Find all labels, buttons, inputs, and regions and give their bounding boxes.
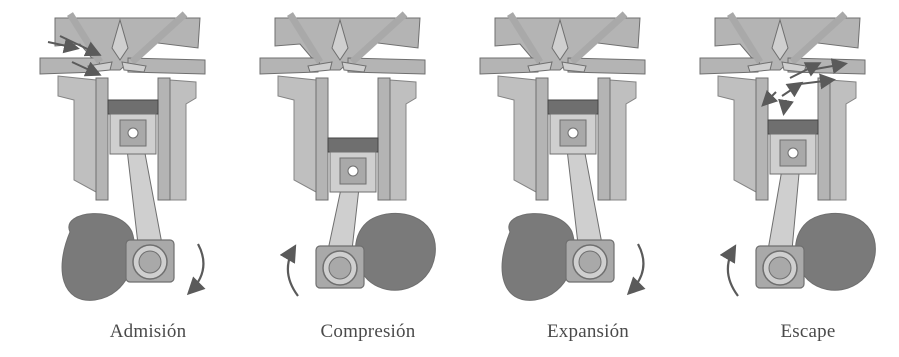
- crank-counterweight: [62, 214, 135, 301]
- crank-counterweight: [502, 214, 575, 301]
- label-escape: Escape: [708, 321, 899, 343]
- crank-pin: [769, 257, 791, 279]
- piston-crown: [108, 100, 158, 114]
- piston-crown: [768, 120, 818, 134]
- block-left: [718, 76, 756, 192]
- cylinder-wall-left: [756, 78, 768, 200]
- crank-counterweight: [355, 213, 435, 290]
- cylinder-wall-left: [316, 78, 328, 200]
- block-left: [498, 76, 536, 192]
- label-expansion: Expansión: [488, 321, 688, 343]
- panel-admision: [40, 14, 205, 300]
- crank-counterweight: [795, 213, 875, 290]
- piston-pin: [788, 148, 798, 158]
- cylinder-wall-right: [378, 78, 390, 200]
- cylinder-wall-right: [158, 78, 170, 200]
- crank-pin: [579, 251, 601, 273]
- block-left: [278, 76, 316, 192]
- block-right: [830, 80, 856, 200]
- rotation-arrow: [288, 248, 298, 296]
- piston-pin: [348, 166, 358, 176]
- crank-pin: [139, 251, 161, 273]
- piston-pin: [128, 128, 138, 138]
- piston-crown: [548, 100, 598, 114]
- panel-expansion: [480, 14, 645, 300]
- piston-pin: [568, 128, 578, 138]
- rotation-arrow: [190, 244, 203, 292]
- crank-pin: [329, 257, 351, 279]
- panel-escape: [700, 14, 875, 296]
- block-right: [170, 80, 196, 200]
- label-admision: Admisión: [48, 321, 248, 343]
- panel-compresion: [260, 14, 435, 296]
- cylinder-wall-right: [598, 78, 610, 200]
- block-right: [610, 80, 636, 200]
- exhaust-flow-arrow: [782, 84, 800, 96]
- block-right: [390, 80, 416, 200]
- block-left: [58, 76, 96, 192]
- cylinder-wall-left: [96, 78, 108, 200]
- rotation-arrow: [728, 248, 738, 296]
- exhaust-flow-arrow: [784, 100, 786, 112]
- label-compresion: Compresión: [268, 321, 468, 343]
- piston-crown: [328, 138, 378, 152]
- cylinder-wall-right: [818, 78, 830, 200]
- rotation-arrow: [630, 244, 643, 292]
- cylinder-wall-left: [536, 78, 548, 200]
